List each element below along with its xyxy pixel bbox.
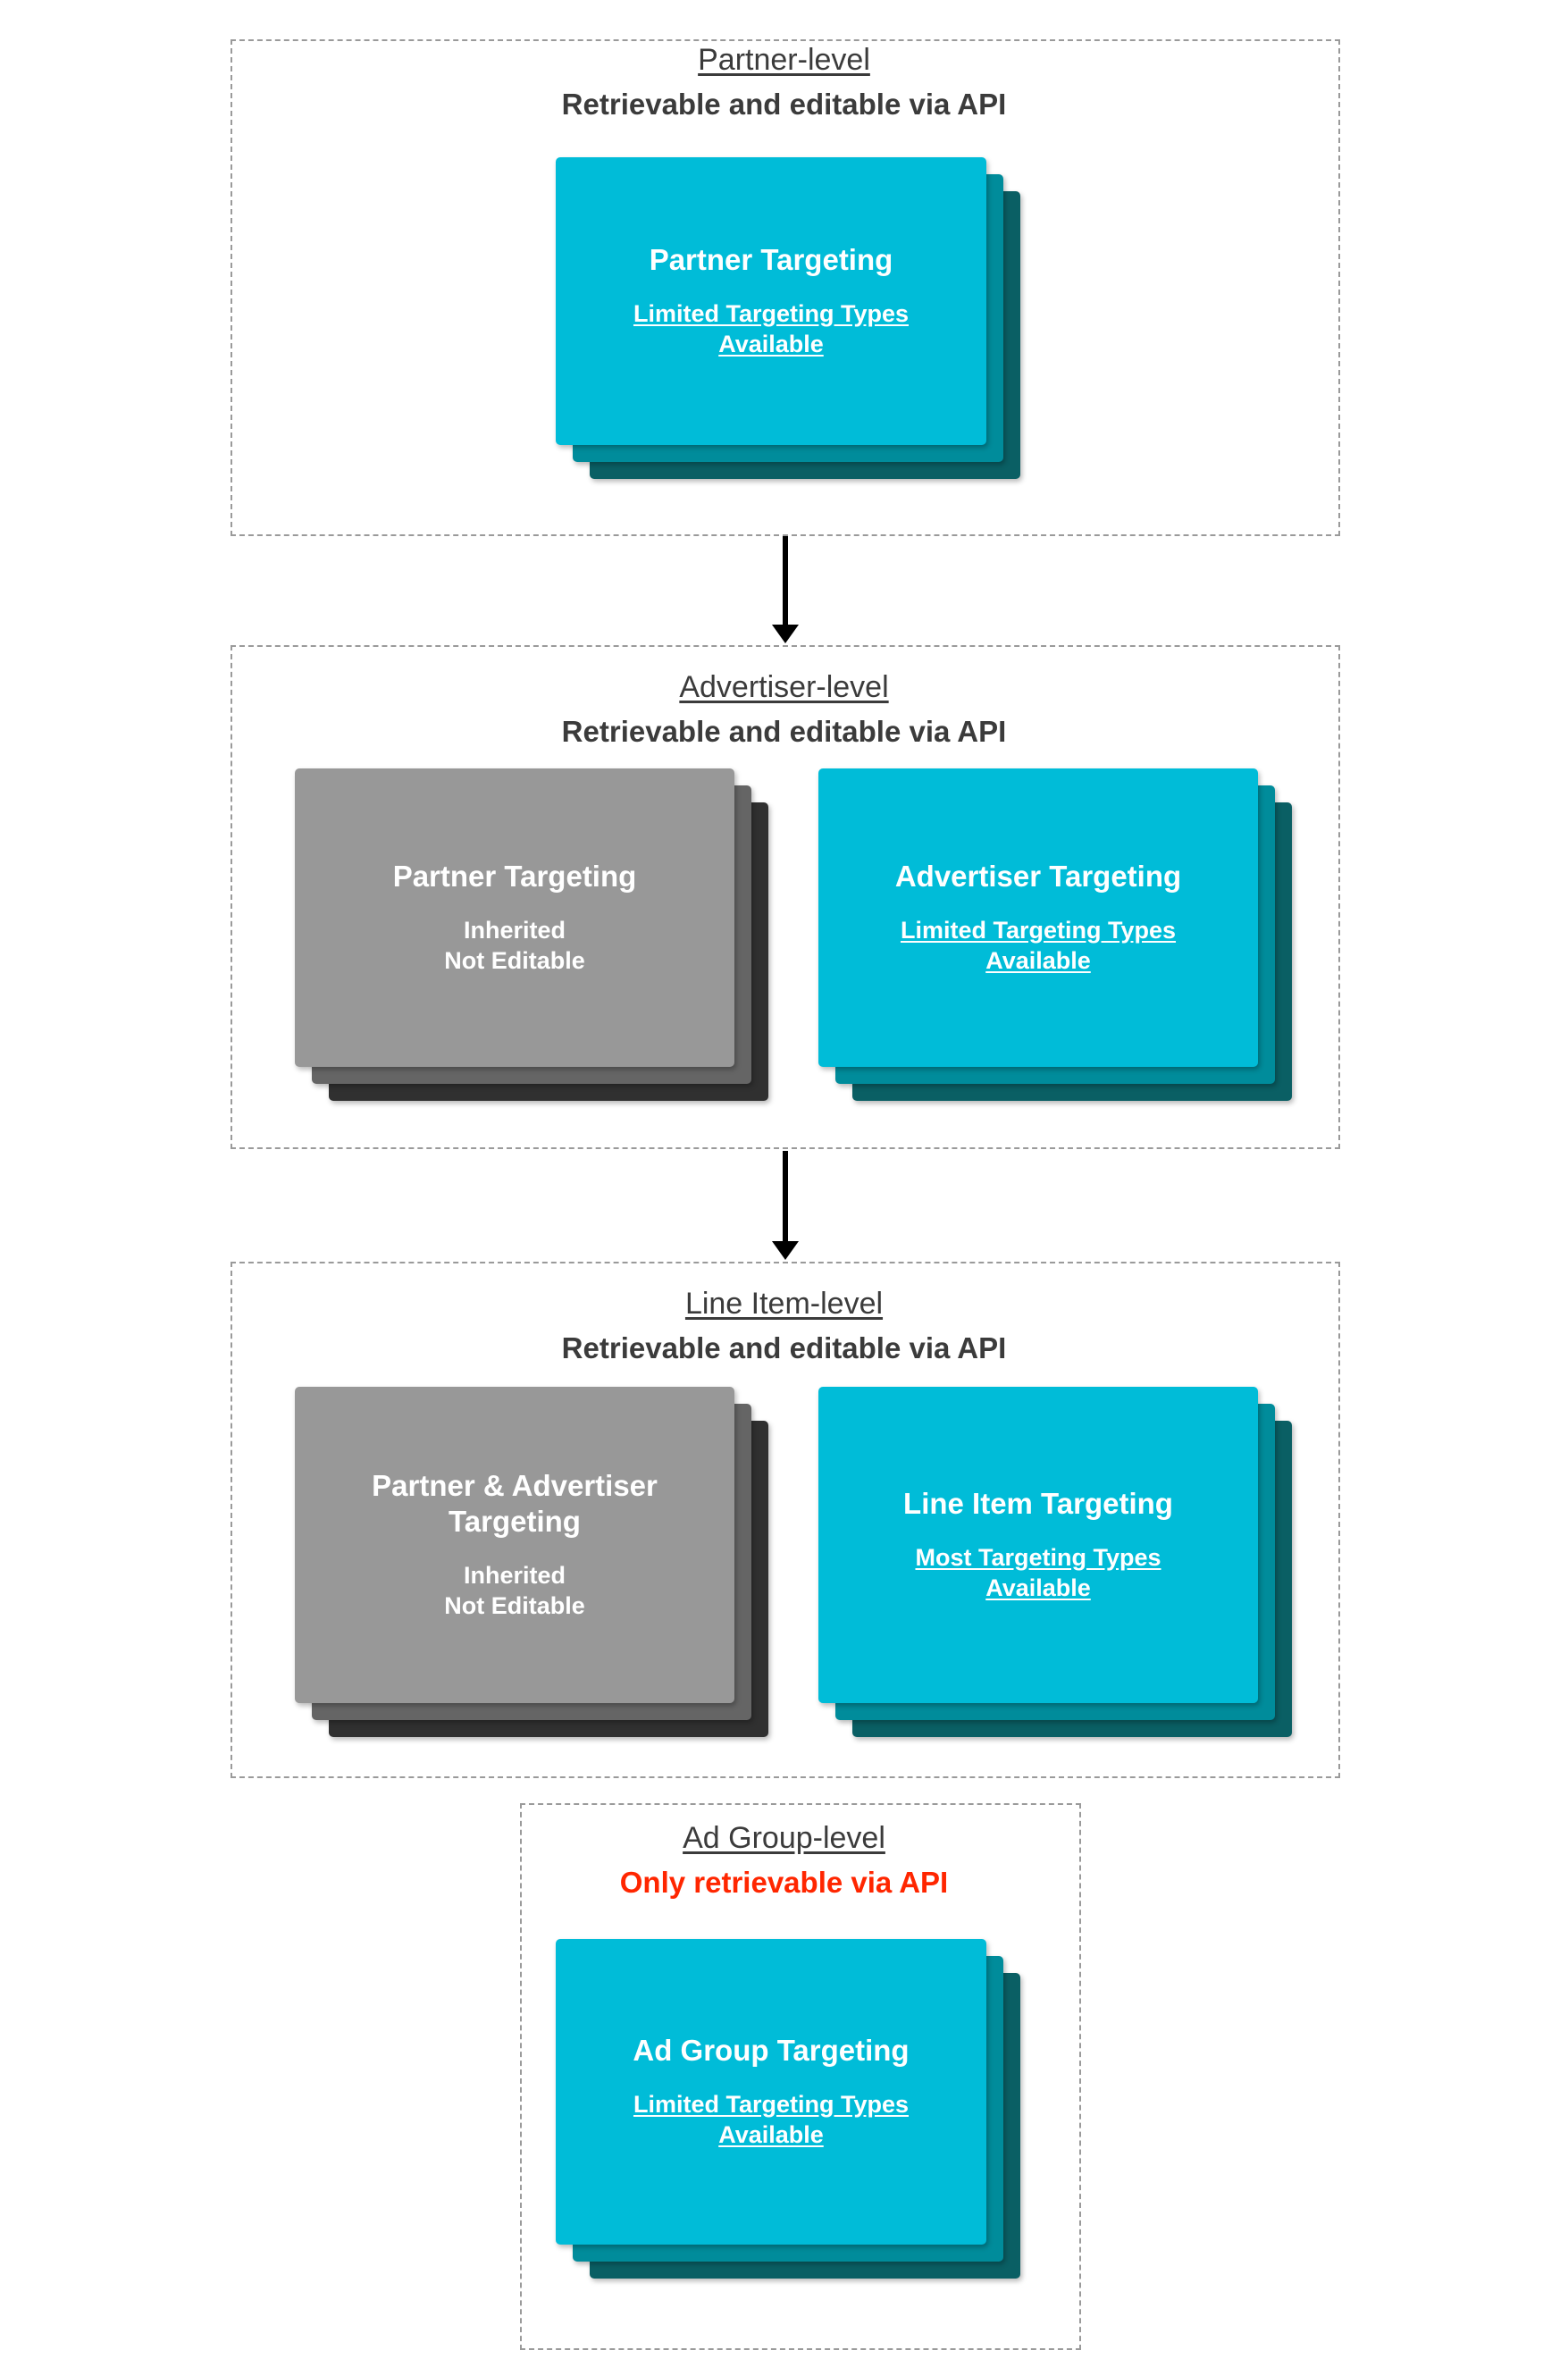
card-note-line-2: Available bbox=[985, 947, 1091, 975]
card-note: Most Targeting Types Available bbox=[915, 1542, 1161, 1604]
level-subtitle-lineitem: Retrievable and editable via API bbox=[561, 1331, 1007, 1364]
level-title-partner: Partner-level bbox=[698, 43, 870, 77]
card-advertiser-targeting[interactable]: Advertiser Targeting Limited Targeting T… bbox=[818, 768, 1258, 1067]
card-title: Partner Targeting bbox=[649, 243, 893, 277]
level-container-adgroup bbox=[520, 1803, 1081, 2350]
card-title: Advertiser Targeting bbox=[894, 860, 1182, 894]
level-container-lineitem bbox=[231, 1262, 1340, 1778]
card-note-line-2: Available bbox=[718, 331, 824, 358]
card-stack-adgroup-targeting: Ad Group Targeting Limited Targeting Typ… bbox=[556, 1939, 1020, 2279]
level-title-advertiser: Advertiser-level bbox=[679, 670, 889, 704]
level-title-lineitem: Line Item-level bbox=[684, 1287, 884, 1321]
card-note-line-1: Limited Targeting Types bbox=[633, 2090, 910, 2118]
card-note-line-1: Inherited bbox=[463, 1561, 566, 1589]
card-note-line-1: Most Targeting Types bbox=[915, 1543, 1161, 1571]
card-lineitem-targeting[interactable]: Line Item Targeting Most Targeting Types… bbox=[818, 1387, 1258, 1703]
level-subtitle-partner: Retrievable and editable via API bbox=[561, 88, 1007, 121]
level-subtitle-advertiser: Retrievable and editable via API bbox=[561, 715, 1007, 748]
level-container-partner bbox=[231, 39, 1340, 536]
card-note-line-1: Inherited bbox=[463, 916, 566, 944]
card-stack-lineitem-targeting: Line Item Targeting Most Targeting Types… bbox=[818, 1387, 1292, 1737]
arrow-down-icon-partner-to-advertiser bbox=[783, 536, 788, 625]
card-note-line-1: Limited Targeting Types bbox=[633, 299, 910, 327]
card-note: Limited Targeting Types Available bbox=[633, 298, 909, 360]
card-title: Partner Targeting bbox=[392, 860, 637, 894]
card-note-line-2: Not Editable bbox=[444, 947, 585, 975]
card-note: Inherited Not Editable bbox=[444, 1560, 585, 1622]
level-container-advertiser bbox=[231, 645, 1340, 1149]
level-subtitle-adgroup: Only retrievable via API bbox=[619, 1866, 949, 1899]
card-title: Partner & Advertiser Targeting bbox=[372, 1469, 658, 1539]
card-partner-targeting[interactable]: Partner Targeting Limited Targeting Type… bbox=[556, 157, 986, 445]
arrow-down-icon-advertiser-to-lineitem bbox=[783, 1151, 788, 1242]
card-adgroup-targeting[interactable]: Ad Group Targeting Limited Targeting Typ… bbox=[556, 1939, 986, 2245]
card-title: Ad Group Targeting bbox=[633, 2034, 910, 2068]
card-stack-partner-targeting: Partner Targeting Limited Targeting Type… bbox=[556, 157, 1020, 479]
card-stack-advertiser-targeting: Advertiser Targeting Limited Targeting T… bbox=[818, 768, 1292, 1101]
card-stack-lineitem-inherited: Partner & Advertiser Targeting Inherited… bbox=[295, 1387, 768, 1737]
card-partner-advertiser-targeting-inherited[interactable]: Partner & Advertiser Targeting Inherited… bbox=[295, 1387, 734, 1703]
card-partner-targeting-inherited[interactable]: Partner Targeting Inherited Not Editable bbox=[295, 768, 734, 1067]
card-note-line-2: Available bbox=[985, 1574, 1091, 1602]
card-title: Line Item Targeting bbox=[903, 1487, 1173, 1521]
card-note-line-2: Available bbox=[718, 2121, 824, 2149]
card-stack-advertiser-inherited: Partner Targeting Inherited Not Editable bbox=[295, 768, 768, 1101]
card-note-line-2: Not Editable bbox=[444, 1592, 585, 1620]
level-title-adgroup: Ad Group-level bbox=[683, 1821, 885, 1855]
card-note: Inherited Not Editable bbox=[444, 915, 585, 977]
card-note-line-1: Limited Targeting Types bbox=[900, 916, 1177, 944]
card-note: Limited Targeting Types Available bbox=[633, 2089, 909, 2151]
card-note: Limited Targeting Types Available bbox=[901, 915, 1176, 977]
